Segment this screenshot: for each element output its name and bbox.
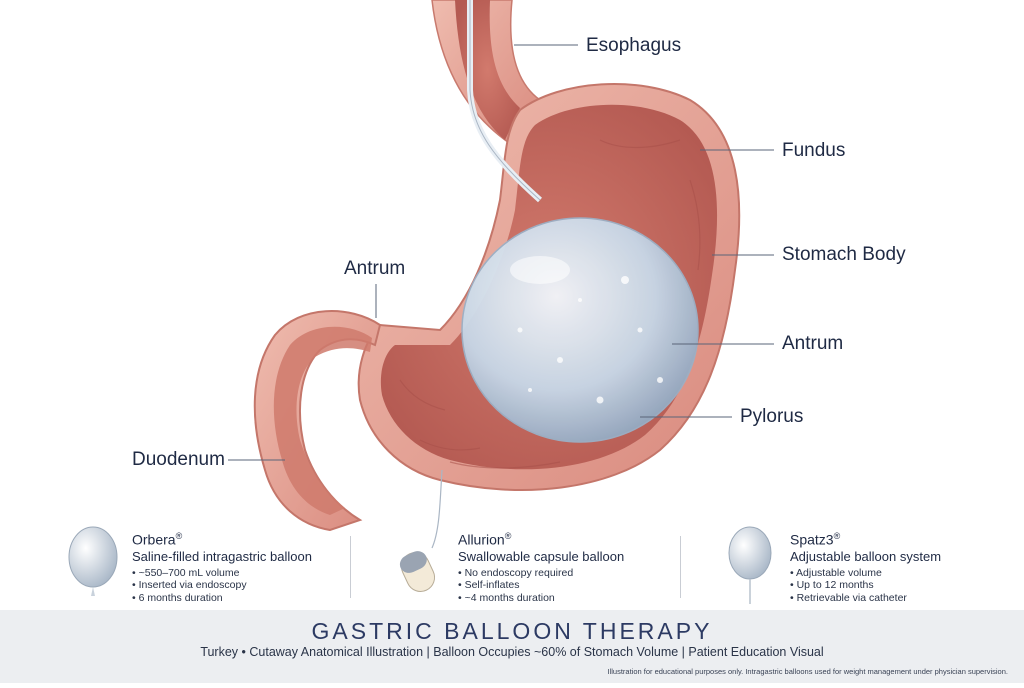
label-esophagus: Esophagus: [586, 35, 682, 56]
label-fundus: Fundus: [782, 140, 846, 161]
product-subtitle: Adjustable balloon system: [790, 548, 942, 564]
capsule-tether: [431, 469, 443, 549]
product-spatz3: Spatz3® Adjustable balloon system Adjust…: [790, 528, 941, 608]
bullet: No endoscopy required: [458, 567, 624, 580]
divider: [350, 536, 351, 598]
bullet: Inserted via endoscopy: [132, 579, 312, 592]
product-subtitle: Swallowable capsule balloon: [458, 548, 625, 564]
bullet: ~4 months duration: [458, 592, 624, 605]
product-bullets: No endoscopy required Self-inflates ~4 m…: [458, 567, 624, 605]
label-antrum-left: Antrum: [344, 258, 406, 279]
product-allurion: Allurion® Swallowable capsule balloon No…: [458, 528, 624, 608]
gastric-balloon: [461, 217, 699, 443]
divider: [680, 536, 681, 598]
bullet: Up to 12 months: [790, 579, 941, 592]
footer-band: [0, 610, 1024, 683]
page-title: GASTRIC BALLOON THERAPY: [311, 618, 713, 644]
product-bullets: ~550–700 mL volume Inserted via endoscop…: [132, 567, 312, 605]
product-bullets: Adjustable volume Up to 12 months Retrie…: [790, 567, 941, 605]
rugae-folds: [399, 139, 701, 469]
trademark-mark: ®: [833, 531, 841, 541]
duodenum-lumen: [273, 326, 372, 515]
product-subtitle: Saline-filled intragastric balloon: [132, 548, 312, 564]
bullet: Adjustable volume: [790, 567, 941, 580]
product-name: Allurion: [458, 531, 505, 548]
bullet: Self-inflates: [458, 579, 624, 592]
allurion-capsule-icon: [399, 551, 436, 592]
leader-lines: [228, 44, 774, 461]
page-subtitle: Turkey • Cutaway Anatomical Illustration…: [200, 645, 824, 659]
label-stomach-body: Stomach Body: [782, 244, 906, 265]
product-name: Spatz3: [790, 531, 834, 548]
label-duodenum: Duodenum: [132, 449, 225, 470]
bullet: 6 months duration: [132, 592, 312, 605]
product-orbera: Orbera® Saline-filled intragastric ballo…: [132, 528, 312, 608]
trademark-mark: ®: [175, 531, 183, 541]
trademark-mark: ®: [504, 531, 512, 541]
spatz3-balloon-icon: [728, 526, 772, 604]
product-name: Orbera: [132, 531, 176, 548]
balloon-bubbles: [517, 276, 663, 404]
disclaimer-text: Illustration for educational purposes on…: [607, 667, 1008, 676]
label-pylorus: Pylorus: [740, 406, 804, 427]
bullet: ~550–700 mL volume: [132, 567, 312, 580]
orbera-balloon-icon: [68, 526, 118, 596]
bullet: Retrievable via catheter: [790, 592, 941, 605]
label-antrum-right: Antrum: [782, 333, 844, 354]
